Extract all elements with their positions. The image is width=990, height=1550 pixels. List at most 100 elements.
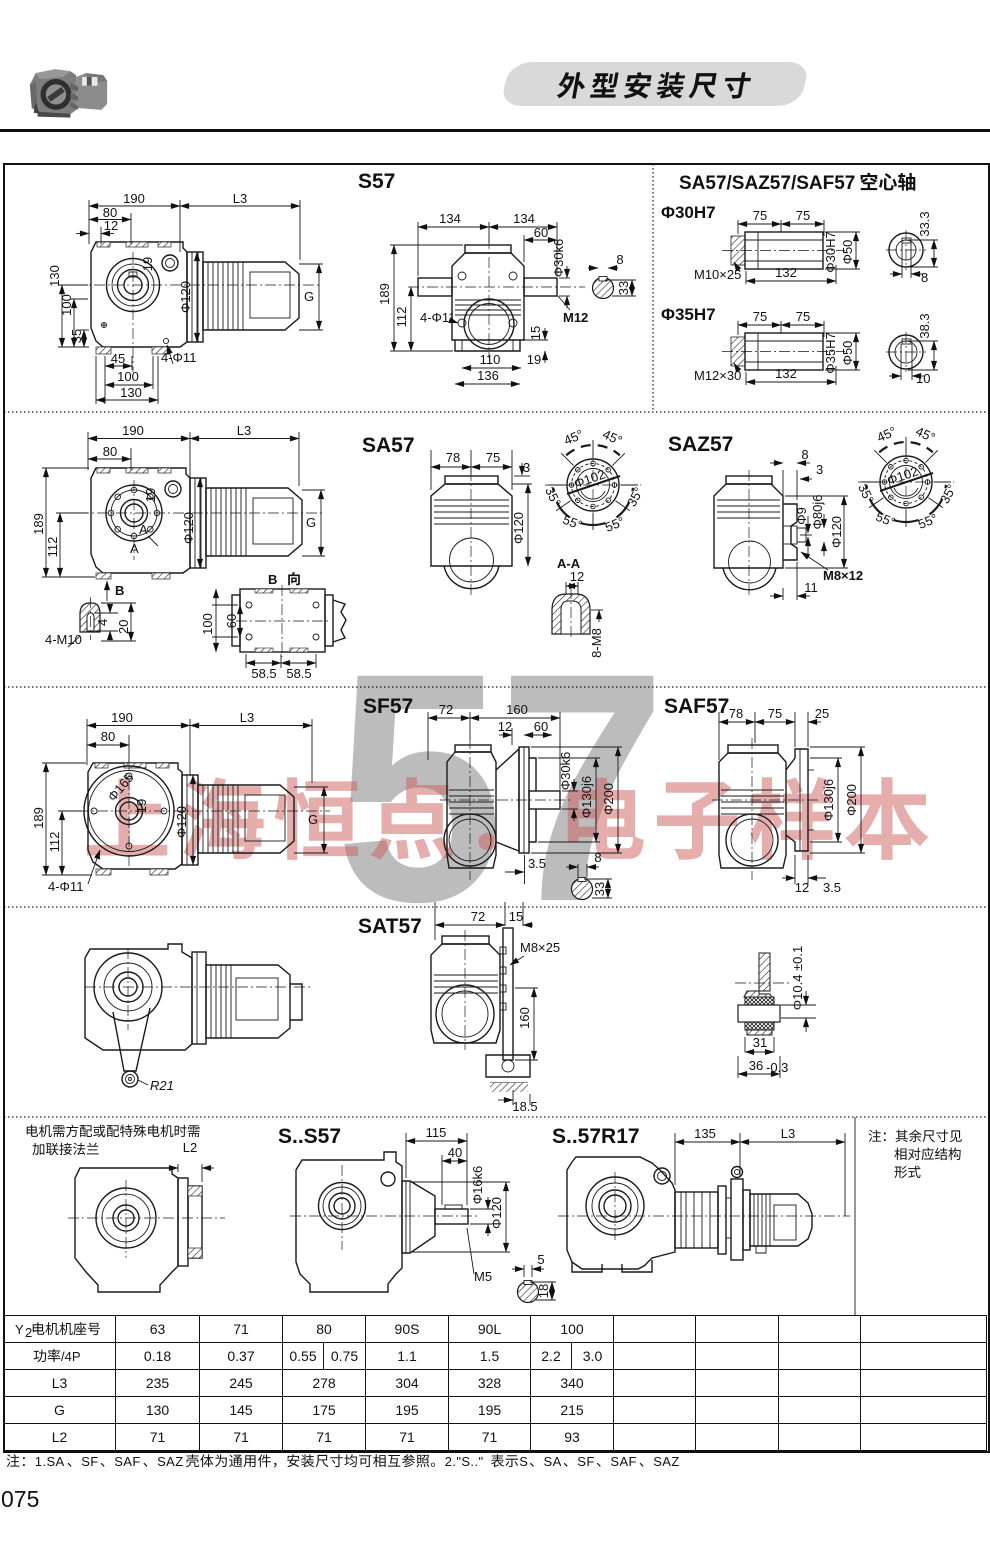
svg-text:Φ50: Φ50 (840, 240, 855, 265)
svg-text:Φ130j6: Φ130j6 (579, 776, 594, 818)
svg-text:80: 80 (101, 729, 115, 744)
svg-text:33.3: 33.3 (917, 211, 932, 236)
svg-text:112: 112 (394, 307, 409, 328)
svg-text:18.5: 18.5 (512, 1099, 537, 1114)
svg-text:L3: L3 (237, 423, 251, 438)
svg-text:SF: SF (81, 1454, 98, 1469)
svg-text:55°: 55° (561, 512, 585, 533)
svg-text:Φ35H7: Φ35H7 (661, 305, 716, 324)
svg-text:SA57/SAZ57/SAF57: SA57/SAZ57/SAF57 (679, 173, 855, 194)
svg-text:160: 160 (506, 702, 528, 717)
svg-text:L3: L3 (781, 1126, 795, 1141)
svg-text:SA: SA (544, 1454, 562, 1469)
svg-text:55°: 55° (603, 514, 627, 535)
svg-text:60: 60 (534, 719, 548, 734)
svg-text:75: 75 (486, 450, 500, 465)
svg-text:35°: 35° (542, 484, 564, 508)
svg-text:Φ10.4 ±0.1: Φ10.4 ±0.1 (790, 946, 805, 1011)
svg-text:3: 3 (523, 460, 530, 475)
svg-text:L2: L2 (183, 1140, 197, 1155)
svg-text:75: 75 (753, 208, 767, 223)
svg-text:Φ120: Φ120 (178, 281, 193, 313)
svg-text:12: 12 (570, 569, 584, 584)
svg-text:100: 100 (117, 369, 139, 384)
svg-text:72: 72 (471, 909, 485, 924)
svg-text:115: 115 (426, 1125, 447, 1140)
svg-text:100: 100 (59, 294, 74, 316)
svg-text:B: B (115, 583, 124, 598)
svg-text:SAF57: SAF57 (664, 695, 729, 718)
svg-text:8: 8 (921, 270, 928, 285)
svg-text:4: 4 (95, 619, 110, 626)
svg-text:M8×25: M8×25 (520, 940, 560, 955)
svg-text:60: 60 (224, 614, 239, 628)
svg-text:Φ200: Φ200 (601, 783, 616, 815)
svg-text:Φ50: Φ50 (840, 341, 855, 366)
svg-text:Φ120: Φ120 (829, 516, 844, 548)
svg-text:75: 75 (753, 309, 767, 324)
svg-text:3.5: 3.5 (823, 880, 841, 895)
svg-text:160: 160 (517, 1007, 532, 1029)
svg-text:58.5: 58.5 (286, 666, 311, 681)
svg-text:45°: 45° (600, 426, 624, 448)
svg-text:19: 19 (527, 352, 541, 367)
svg-text:35: 35 (69, 329, 84, 343)
svg-text:M5: M5 (474, 1269, 492, 1284)
svg-text:SF: SF (577, 1454, 594, 1469)
svg-text:78: 78 (729, 706, 743, 721)
svg-text:-0.3: -0.3 (766, 1060, 788, 1075)
svg-text:8: 8 (801, 447, 808, 462)
svg-text:1.SA: 1.SA (35, 1454, 65, 1469)
svg-text:134: 134 (439, 211, 461, 226)
svg-text:G: G (304, 289, 314, 304)
svg-text:8-M8: 8-M8 (589, 628, 604, 658)
svg-text:25: 25 (815, 706, 829, 721)
svg-text:19: 19 (140, 257, 155, 271)
svg-text:130: 130 (47, 265, 62, 287)
svg-text:135: 135 (694, 1126, 716, 1141)
svg-text:Φ30k6: Φ30k6 (558, 752, 573, 791)
svg-text:A: A (139, 522, 148, 537)
svg-text:19: 19 (134, 799, 149, 813)
svg-text:130: 130 (120, 385, 142, 400)
svg-text:A-A: A-A (557, 556, 581, 571)
svg-text:L3: L3 (233, 191, 247, 206)
svg-text:Φ30H7: Φ30H7 (661, 203, 716, 222)
svg-text:45: 45 (111, 351, 125, 366)
svg-text:80: 80 (103, 205, 117, 220)
svg-text:72: 72 (439, 702, 453, 717)
svg-text:4-Φ11: 4-Φ11 (420, 310, 455, 325)
svg-text:20: 20 (116, 620, 131, 634)
svg-text:Φ35H7: Φ35H7 (823, 332, 838, 373)
svg-text:M10×25: M10×25 (694, 267, 741, 282)
svg-text:19: 19 (143, 488, 158, 502)
svg-text:SAZ57: SAZ57 (668, 433, 733, 456)
svg-text:S57: S57 (358, 170, 395, 193)
svg-text:A: A (130, 541, 139, 556)
svg-text:189: 189 (31, 513, 46, 535)
svg-text:12: 12 (498, 719, 512, 734)
svg-text:Φ120: Φ120 (489, 1197, 504, 1229)
svg-text:36: 36 (749, 1058, 763, 1073)
svg-text:190: 190 (123, 191, 145, 206)
svg-text:M8×12: M8×12 (823, 568, 863, 583)
svg-text:2."S..": 2."S.." (445, 1454, 484, 1469)
svg-text:132: 132 (775, 366, 797, 381)
svg-text:SAZ: SAZ (653, 1454, 679, 1469)
svg-text:31: 31 (753, 1035, 767, 1050)
svg-text:110: 110 (480, 352, 501, 367)
svg-text:SAF: SAF (610, 1454, 636, 1469)
svg-text:8: 8 (616, 252, 623, 267)
svg-text:132: 132 (775, 265, 797, 280)
svg-text:45°: 45° (562, 426, 586, 448)
svg-text:12: 12 (104, 218, 118, 233)
svg-text:M12: M12 (563, 310, 588, 325)
svg-text:40: 40 (448, 1145, 462, 1160)
svg-text:Φ120: Φ120 (174, 806, 189, 838)
svg-text:S..57R17: S..57R17 (552, 1125, 640, 1148)
svg-text:78: 78 (446, 450, 460, 465)
svg-text:Φ120: Φ120 (181, 512, 196, 544)
svg-text:G: G (306, 515, 316, 530)
svg-text:M12×30: M12×30 (694, 368, 741, 383)
svg-text:58.5: 58.5 (251, 666, 276, 681)
